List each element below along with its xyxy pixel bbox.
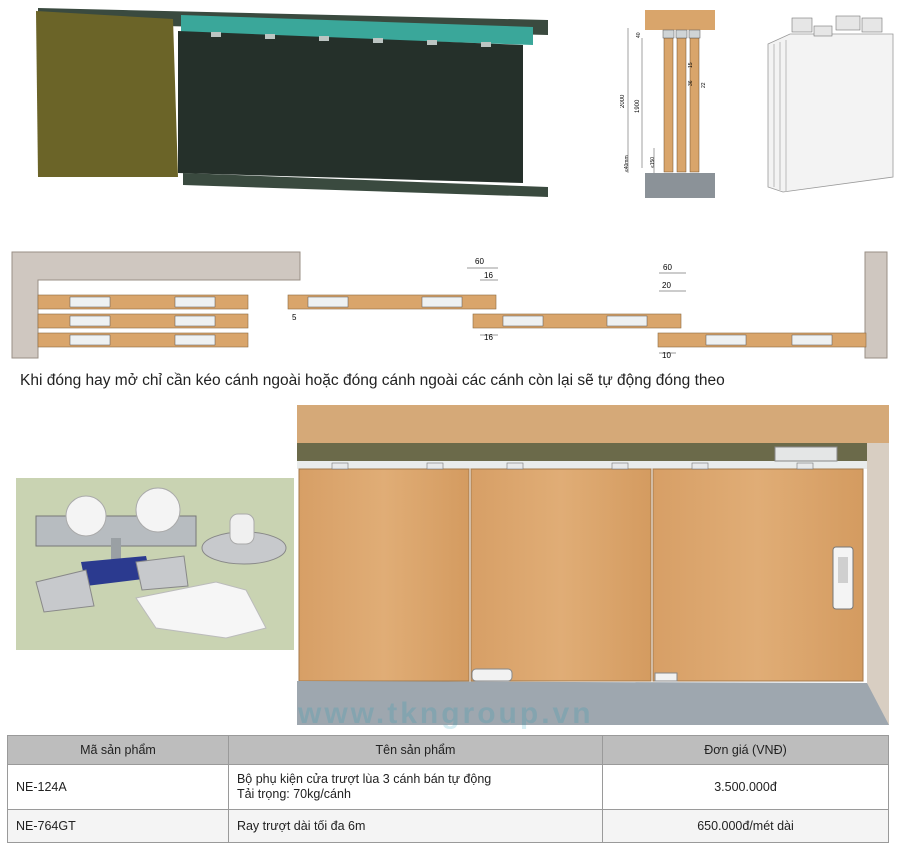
dark-panel (178, 31, 523, 183)
dim-16a: 16 (484, 271, 493, 280)
cell-price: 650.000đ/mét dài (602, 809, 889, 843)
dim-22: 22 (701, 82, 707, 88)
dim-15: 15 (688, 62, 694, 68)
header-name: Tên sản phẩm (227, 735, 604, 765)
usage-caption: Khi đóng hay mở chỉ cần kéo cánh ngoài h… (20, 372, 725, 389)
dim-1900: 1900 (635, 99, 641, 113)
dim-16b: 16 (484, 333, 493, 342)
dim-36: 36 (688, 80, 694, 86)
cell-price: 3.500.000đ (602, 764, 889, 810)
dim-10: 10 (662, 351, 671, 360)
dim-5: 5 (292, 313, 297, 322)
door-stack-render (767, 15, 894, 193)
header-price: Đơn giá (VNĐ) (602, 735, 889, 765)
olive-panel (36, 11, 178, 177)
cell-code: NE-764GT (7, 809, 229, 843)
dim-40mm: ≤40mm (624, 155, 630, 172)
dim-20: 20 (662, 281, 671, 290)
cell-name: Ray trượt dài tối đa 6m (227, 809, 604, 843)
table-row: NE-124A Bộ phụ kiện cửa trượt lùa 3 cánh… (7, 764, 889, 810)
watermark-text: www.tkngroup.vn (298, 697, 594, 730)
header-code: Mã sản phẩm (7, 735, 229, 765)
table-row: NE-764GT Ray trượt dài tối đa 6m 650.000… (7, 809, 889, 843)
plan-view-drawing: 60 16 5 16 60 20 10 (11, 251, 888, 360)
table-header-row: Mã sản phẩm Tên sản phẩm Đơn giá (VNĐ) (7, 735, 889, 765)
dim-60a: 60 (475, 257, 484, 266)
cell-name-line2: Tải trọng: 70kg/cánh (236, 787, 351, 801)
top-track (181, 15, 533, 45)
hardware-photo (16, 478, 294, 650)
cell-code: NE-124A (7, 764, 229, 810)
cell-name-line1: Bộ phụ kiện cửa trượt lùa 3 cánh bán tự … (236, 772, 492, 786)
dim-150: ≤150 (650, 157, 656, 168)
product-table: Mã sản phẩm Tên sản phẩm Đơn giá (VNĐ) N… (7, 735, 889, 843)
cell-name: Bộ phụ kiện cửa trượt lùa 3 cánh bán tự … (227, 764, 604, 810)
door-3d-render (36, 8, 548, 197)
dim-60b: 60 (663, 263, 672, 272)
dim-2000: 2000 (620, 94, 626, 108)
dim-40: 40 (636, 32, 642, 38)
sliding-door-render (297, 405, 889, 725)
elevation-drawing: 2000 1900 40 22 15 36 ≤150 ≤40mm (620, 10, 715, 198)
